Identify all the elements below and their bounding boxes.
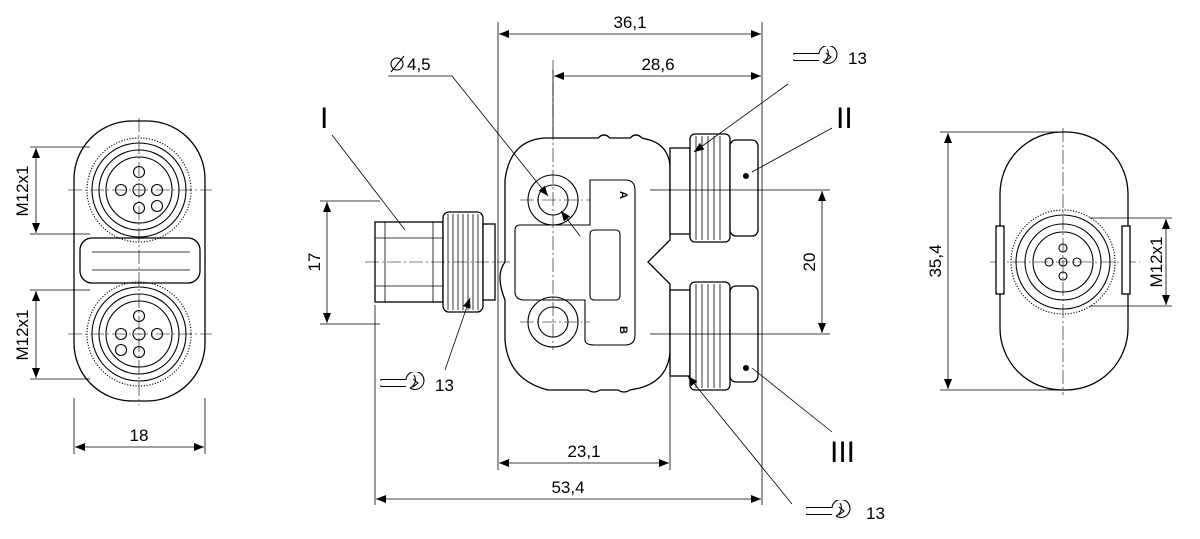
dim-pitch-right: 20 <box>800 253 819 272</box>
dim-right-height: 35,4 <box>926 244 945 277</box>
dim-right-thread: M12x1 <box>1147 236 1166 287</box>
front-view: M12x1 M12x1 18 <box>13 118 212 454</box>
wrench-size-top-right: 13 <box>848 49 867 68</box>
dim-bottom-inner: 23,1 <box>567 442 600 461</box>
wrench-icon <box>806 500 851 519</box>
port-label-3: III <box>830 436 855 469</box>
end-view-outline <box>999 131 1129 391</box>
port-label-2: II <box>836 102 853 135</box>
front-view-band <box>79 237 201 284</box>
side-body <box>499 134 671 393</box>
diameter-icon <box>390 55 405 73</box>
dim-height-left: 17 <box>305 253 324 272</box>
end-view: 35,4 M12x1 <box>926 128 1172 395</box>
dim-hole-diameter: 4,5 <box>407 55 431 74</box>
port-label-1: I <box>320 102 328 135</box>
dim-left-thread-top: M12x1 <box>13 165 32 216</box>
end-socket <box>1010 209 1116 315</box>
dim-overall-length: 53,4 <box>551 478 584 497</box>
front-socket-top <box>86 137 192 243</box>
wrench-size-left-bottom: 13 <box>435 376 454 395</box>
wrench-size-bottom-right: 13 <box>866 504 885 523</box>
marking-a: A <box>617 191 629 199</box>
dim-left-thread-bottom: M12x1 <box>13 309 32 360</box>
connector-port-1 <box>365 211 510 313</box>
marking-b: B <box>617 326 629 334</box>
front-socket-bottom <box>86 281 192 387</box>
wrench-icon <box>380 372 425 391</box>
connector-port-2 <box>650 133 830 243</box>
wrench-icon <box>793 46 838 65</box>
dim-top-inner: 28,6 <box>641 55 674 74</box>
dim-left-width: 18 <box>130 426 149 445</box>
dim-top-width: 36,1 <box>613 13 646 32</box>
side-view: A B <box>305 13 885 523</box>
connector-port-3 <box>650 281 830 391</box>
